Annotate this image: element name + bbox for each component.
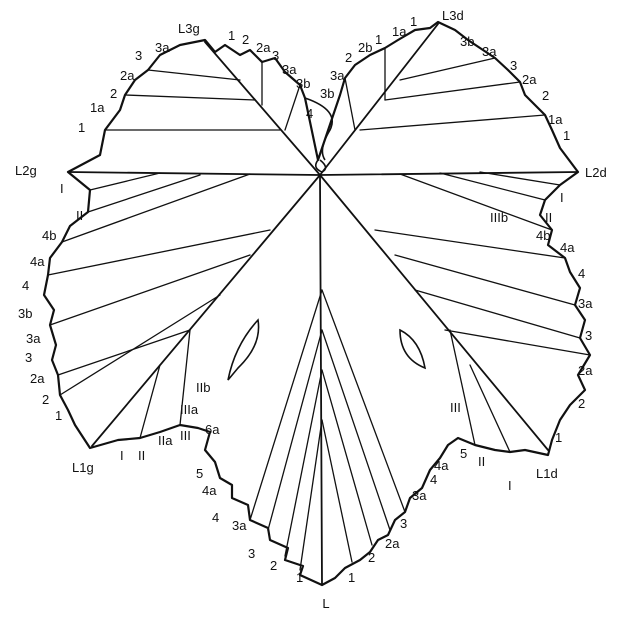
label-4-bottomleft: 4 bbox=[212, 510, 219, 525]
label-3a-bottomright: 3a bbox=[412, 488, 427, 503]
label-1-upleft: 1 bbox=[78, 120, 85, 135]
label-2a-upright: 2a bbox=[522, 72, 537, 87]
label-1-right: 1 bbox=[555, 430, 562, 445]
label-2a-topleft: 2a bbox=[256, 40, 271, 55]
label-3b-left: 3b bbox=[18, 306, 32, 321]
label-1b-topright: 1 bbox=[375, 32, 382, 47]
label-II-bottom-left: II bbox=[138, 448, 145, 463]
label-4-left: 4 bbox=[22, 278, 29, 293]
label-1-bottomright: 1 bbox=[348, 570, 355, 585]
label-IIIa: IIIa bbox=[180, 402, 199, 417]
label-5-bottomleft: 5 bbox=[196, 466, 203, 481]
label-1-topleft: 1 bbox=[228, 28, 235, 43]
label-4-right: 4 bbox=[578, 266, 585, 281]
label-2-topright: 2 bbox=[345, 50, 352, 65]
label-L3d: L3d bbox=[442, 8, 464, 23]
label-2-left: 2 bbox=[42, 392, 49, 407]
label-II-bottom-right: II bbox=[478, 454, 485, 469]
label-3-upleft: 3 bbox=[135, 48, 142, 63]
label-III-right: III bbox=[450, 400, 461, 415]
label-2-topleft: 2 bbox=[242, 32, 249, 47]
label-I-bottom-right: I bbox=[508, 478, 512, 493]
label-L1g: L1g bbox=[72, 460, 94, 475]
label-5-bottomright: 5 bbox=[460, 446, 467, 461]
label-3b-upright: 3b bbox=[460, 34, 474, 49]
label-2-bottomright: 2 bbox=[368, 550, 375, 565]
label-2a-bottomright: 2a bbox=[385, 536, 400, 551]
label-3-left: 3 bbox=[25, 350, 32, 365]
label-1a-upleft: 1a bbox=[90, 100, 105, 115]
label-1-upright: 1 bbox=[563, 128, 570, 143]
label-4a-right: 4a bbox=[560, 240, 575, 255]
label-1-topright: 1 bbox=[410, 14, 417, 29]
label-III-left: III bbox=[180, 428, 191, 443]
label-3-bottomright: 3 bbox=[400, 516, 407, 531]
label-3a-topright: 3a bbox=[330, 68, 345, 83]
label-2b-topright: 2b bbox=[358, 40, 372, 55]
label-2-bottomleft: 2 bbox=[270, 558, 277, 573]
label-6a: 6a bbox=[205, 422, 220, 437]
label-4-bottomright: 4 bbox=[430, 472, 437, 487]
label-3-upright: 3 bbox=[510, 58, 517, 73]
leaf-outline bbox=[44, 22, 590, 585]
label-4b-right: 4b bbox=[536, 228, 550, 243]
label-I-bottom-left: I bbox=[120, 448, 124, 463]
label-L: L bbox=[322, 596, 329, 611]
label-4a-left: 4a bbox=[30, 254, 45, 269]
label-3a-right: 3a bbox=[578, 296, 593, 311]
label-3-right: 3 bbox=[585, 328, 592, 343]
label-4-topleft: 4 bbox=[306, 106, 313, 121]
label-2-right: 2 bbox=[578, 396, 585, 411]
label-IIb: IIb bbox=[196, 380, 210, 395]
label-L2g: L2g bbox=[15, 163, 37, 178]
label-3a-upleft: 3a bbox=[155, 40, 170, 55]
label-3a-upright: 3a bbox=[482, 44, 497, 59]
label-3-bottomleft: 3 bbox=[248, 546, 255, 561]
label-2-upleft: 2 bbox=[110, 86, 117, 101]
label-3a-bottomleft: 3a bbox=[232, 518, 247, 533]
label-4b-left: 4b bbox=[42, 228, 56, 243]
label-3b-center: 3b bbox=[320, 86, 334, 101]
label-4a-bottomleft: 4a bbox=[202, 483, 217, 498]
label-3-topleft: 3 bbox=[272, 48, 279, 63]
label-I-left: I bbox=[60, 181, 64, 196]
label-II-left: II bbox=[76, 208, 83, 223]
label-L3g: L3g bbox=[178, 21, 200, 36]
label-1a-topright: 1a bbox=[392, 24, 407, 39]
label-I-right: I bbox=[560, 190, 564, 205]
label-2a-upleft: 2a bbox=[120, 68, 135, 83]
label-3a-topleft: 3a bbox=[282, 62, 297, 77]
label-1a-upright: 1a bbox=[548, 112, 563, 127]
label-3a-left: 3a bbox=[26, 331, 41, 346]
label-2-upright: 2 bbox=[542, 88, 549, 103]
label-L2d: L2d bbox=[585, 165, 607, 180]
label-4a-bottomright: 4a bbox=[434, 458, 449, 473]
label-II-right: II bbox=[545, 210, 552, 225]
label-3b-topleft: 3b bbox=[296, 76, 310, 91]
label-IIIb: IIIb bbox=[490, 210, 508, 225]
label-1-left: 1 bbox=[55, 408, 62, 423]
label-L1d: L1d bbox=[536, 466, 558, 481]
label-IIa: IIa bbox=[158, 433, 173, 448]
label-2a-left: 2a bbox=[30, 371, 45, 386]
label-1-bottomleft: 1 bbox=[296, 570, 303, 585]
label-2a-right: 2a bbox=[578, 363, 593, 378]
